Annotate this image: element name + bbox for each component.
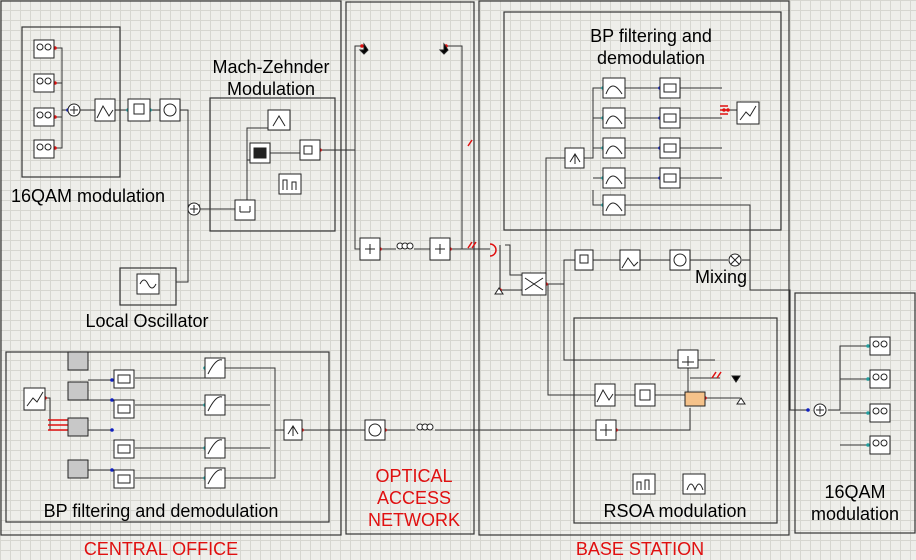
mixing-label: Mixing xyxy=(694,267,747,287)
base-station-label: BASE STATION xyxy=(575,539,705,559)
bs-qam-label: 16QAM modulation xyxy=(810,482,900,524)
rsoa-filter-icon xyxy=(594,383,616,407)
optical-access-label: OPTICAL ACCESS NETWORK xyxy=(368,466,460,530)
qam-source-icon xyxy=(33,39,55,159)
bs-bp-label: BP filtering and demodulation xyxy=(590,26,712,68)
rsoa-analyzer-1 xyxy=(632,473,656,495)
bs-bp-box xyxy=(503,11,782,231)
ground-icon xyxy=(358,42,369,55)
rsoa-box xyxy=(573,317,778,524)
phase-icon xyxy=(159,98,181,122)
fiber-marks xyxy=(48,105,728,431)
mzm-box xyxy=(209,97,336,232)
section-frames xyxy=(0,0,916,536)
local-osc-label: Local Oscillator xyxy=(85,311,209,331)
rsoa-label: RSOA modulation xyxy=(603,501,747,521)
co-bp-label: BP filtering and demodulation xyxy=(43,501,279,521)
constellation-icon xyxy=(736,101,760,125)
co-bp-box xyxy=(5,351,330,523)
components xyxy=(23,39,891,495)
bs-phase-icon xyxy=(669,249,691,271)
qam-source-box xyxy=(21,26,121,178)
laser-icon xyxy=(267,109,291,131)
rsoa-analyzer-2 xyxy=(682,473,706,495)
central-office-label: CENTRAL OFFICE xyxy=(83,539,239,559)
mzm-title: Mach-Zehnder Modulation xyxy=(212,57,330,99)
co-qam-label: 16QAM modulation xyxy=(10,186,166,206)
splitter-icon xyxy=(234,199,256,221)
base-station-frame xyxy=(478,0,790,536)
local-osc-box xyxy=(119,267,177,306)
central-office-frame xyxy=(0,0,342,536)
spectrum-icon xyxy=(278,173,302,195)
rsoa-device-icon xyxy=(684,391,706,407)
wires xyxy=(45,45,870,479)
optical-access-frame xyxy=(345,1,475,535)
circulator-icon xyxy=(364,419,386,441)
bs-16qam-frame xyxy=(794,292,916,534)
